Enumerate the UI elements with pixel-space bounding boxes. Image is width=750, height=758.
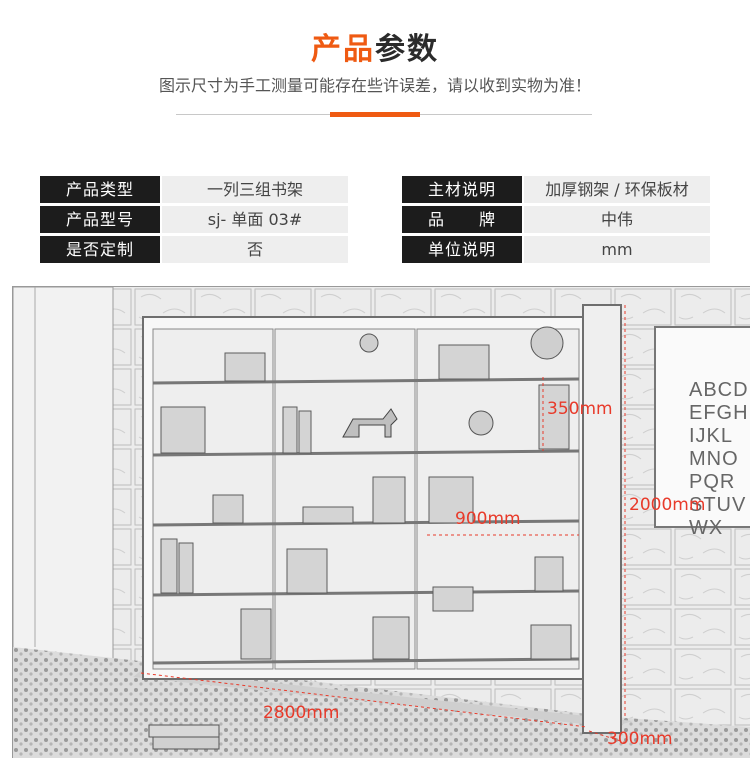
spec-value-model: sj- 单面 03# — [162, 206, 348, 233]
spec-value-material: 加厚钢架 / 环保板材 — [524, 176, 710, 203]
spec-label-type: 产品类型 — [40, 176, 160, 203]
spec-value-type: 一列三组书架 — [162, 176, 348, 203]
dimension-shelf-height: 350mm — [547, 399, 613, 419]
spec-table: 产品类型 一列三组书架 主材说明 加厚钢架 / 环保板材 产品型号 sj- 单面… — [40, 176, 710, 264]
spec-value-custom: 否 — [162, 236, 348, 263]
spec-label-material: 主材说明 — [402, 176, 522, 203]
spec-label-brand: 品 牌 — [402, 206, 522, 233]
bookshelf-illustration: ABCDEFGHIJKLMNOPQRSTUVWX 350mm 2000mm 90… — [12, 286, 750, 758]
page-title: 产品参数 — [0, 24, 750, 68]
title-divider-accent — [330, 112, 420, 117]
spec-label-custom: 是否定制 — [40, 236, 160, 263]
dimension-total-height: 2000mm — [629, 495, 706, 515]
dimension-depth: 300mm — [607, 729, 673, 749]
spec-label-unit: 单位说明 — [402, 236, 522, 263]
dimension-column-width: 900mm — [455, 509, 521, 529]
alphabet-poster-text: ABCDEFGHIJKLMNOPQRSTUVWX — [689, 379, 749, 539]
bookshelf-sketch — [13, 287, 750, 758]
spec-value-brand: 中伟 — [524, 206, 710, 233]
measurement-disclaimer: 图示尺寸为手工测量可能存在些许误差，请以收到实物为准！ — [158, 76, 591, 95]
spec-label-model: 产品型号 — [40, 206, 160, 233]
title-rest: 参数 — [375, 32, 439, 67]
spec-value-unit: mm — [524, 236, 710, 263]
dimension-total-width: 2800mm — [263, 703, 340, 723]
title-highlight: 产品 — [311, 32, 375, 67]
